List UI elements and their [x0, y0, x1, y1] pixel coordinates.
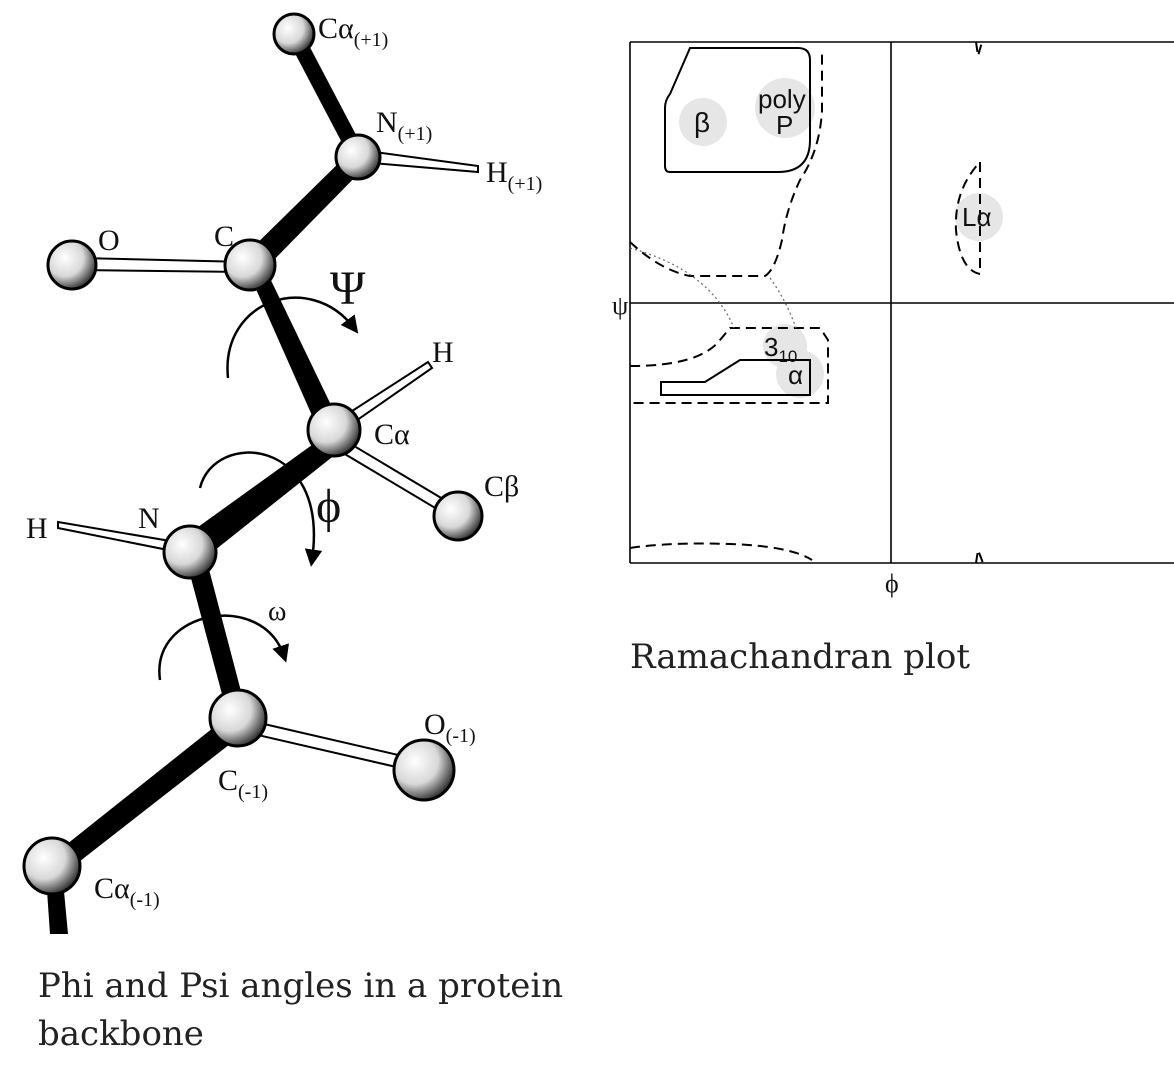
polyp-region-label-line2: P	[776, 110, 793, 140]
atom-ca-next	[272, 12, 316, 56]
bond-ca-n	[180, 432, 346, 562]
alpha-region-shade	[776, 350, 824, 398]
bond-n-c-prev	[184, 552, 248, 724]
protein-backbone-diagram: Cα(+1) N(+1) H(+1) O C H Cα Cβ H N O(-1)…	[22, 12, 542, 934]
label-cb: Cβ	[484, 470, 519, 503]
beta-generous-region	[629, 50, 823, 277]
generous-regions	[629, 41, 984, 564]
bond-ca-next-n-next	[288, 34, 364, 158]
transition-line-right	[769, 277, 797, 329]
top-right-generous-mark	[975, 41, 983, 57]
label-n: N	[138, 502, 160, 535]
polyp-region-label-line1: poly	[758, 84, 806, 114]
psi-arrow	[226, 296, 359, 379]
beta-region-label: β	[694, 107, 710, 138]
rotation-arrows	[158, 296, 359, 681]
transition-line-left	[629, 247, 735, 329]
three10-region-label: 310	[764, 332, 797, 366]
atom-n	[162, 524, 218, 580]
label-c-prev: C(-1)	[218, 764, 268, 803]
label-ca-next: Cα(+1)	[318, 12, 388, 51]
bond-c-o	[79, 256, 247, 274]
label-h-n: H	[26, 512, 48, 545]
atom-o	[46, 239, 98, 291]
atom-ca-prev	[22, 836, 82, 896]
label-o: O	[98, 224, 120, 257]
label-o-prev: O(-1)	[424, 708, 476, 747]
phi-symbol: ϕ	[316, 480, 341, 533]
psi-symbol: Ψ	[330, 262, 366, 315]
label-c: C	[214, 220, 234, 253]
label-h-alpha: H	[432, 336, 454, 369]
omega-symbol: ω	[268, 596, 286, 627]
lalpha-generous-region	[954, 161, 981, 276]
plot-frame	[629, 41, 1174, 564]
bond-c-ca	[244, 262, 344, 438]
atom-ca	[306, 402, 362, 458]
alpha-generous-region	[629, 327, 829, 404]
atom-cb	[432, 490, 484, 542]
label-ca: Cα	[374, 418, 410, 451]
atom-c	[223, 238, 277, 292]
allowed-regions	[660, 47, 811, 396]
bottom-generous-region	[629, 542, 813, 561]
beta-allowed-region	[664, 47, 811, 173]
atoms	[22, 12, 484, 896]
bottom-right-generous-mark	[975, 546, 984, 564]
ramachandran-caption: Ramachandran plot	[630, 637, 971, 677]
phi-arrow	[198, 451, 323, 567]
transition-lines	[629, 247, 797, 329]
lalpha-region-label: Lα	[962, 202, 992, 232]
atom-labels: Cα(+1) N(+1) H(+1) O C H Cα Cβ H N O(-1)…	[26, 12, 542, 911]
label-h-next: H(+1)	[486, 156, 542, 195]
phi-axis-label: ϕ	[885, 569, 899, 598]
backbone-caption: Phi and Psi angles in a protein backbone	[38, 966, 564, 1054]
label-ca-prev: Cα(-1)	[94, 872, 160, 911]
label-n-next: N(+1)	[376, 106, 432, 145]
psi-axis-label: ψ	[612, 291, 628, 320]
atom-c-prev	[208, 688, 268, 748]
omega-arrow	[158, 614, 289, 681]
alpha-region-label: α	[788, 360, 803, 390]
side-bonds	[57, 148, 479, 774]
alpha-allowed-region	[660, 359, 811, 396]
polyp-region-shade	[755, 78, 815, 138]
bond-c-prev-ca-prev	[52, 716, 248, 872]
bond-n-next-c	[244, 152, 366, 272]
atom-n-next	[334, 133, 382, 181]
atom-o-prev	[392, 738, 456, 802]
ramachandran-plot: β poly P Lα 310 α ψ ϕ	[612, 41, 1174, 598]
beta-region-shade	[679, 98, 727, 146]
region-shading	[679, 78, 1003, 398]
backbone-bonds	[46, 34, 366, 934]
